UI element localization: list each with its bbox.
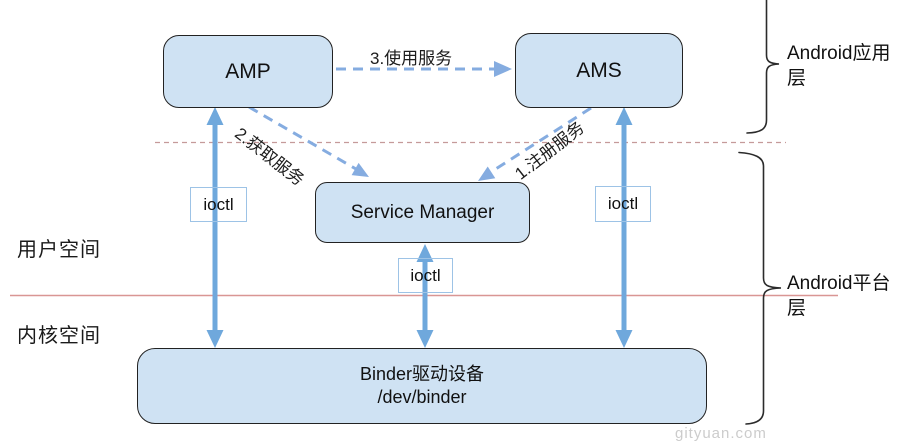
amp-label: AMP bbox=[225, 59, 271, 83]
ams-label: AMS bbox=[576, 58, 622, 82]
ams-box: AMS bbox=[515, 33, 683, 108]
android-platform-layer-label: Android平台层 bbox=[787, 273, 891, 319]
ioctl-box-middle: ioctl bbox=[398, 258, 453, 293]
user-space-label: 用户空间 bbox=[17, 239, 101, 261]
use-service-label: 3.使用服务 bbox=[370, 49, 453, 68]
ioctl-left-label: ioctl bbox=[203, 194, 234, 214]
kernel-space-label: 内核空间 bbox=[17, 325, 101, 347]
servicemanager-binder-double-arrow bbox=[416, 244, 434, 348]
app-layer-brace bbox=[746, 0, 780, 134]
ioctl-right-label: ioctl bbox=[607, 194, 639, 213]
amp-box: AMP bbox=[163, 35, 333, 108]
platform-layer-brace bbox=[738, 151, 782, 425]
binder-driver-title: Binder驱动设备 bbox=[359, 363, 485, 384]
watermark: gityuan.com bbox=[675, 425, 767, 442]
amp-binder-double-arrow bbox=[206, 107, 224, 348]
android-app-layer-label: Android应用层 bbox=[787, 43, 891, 89]
service-manager-box: Service Manager bbox=[315, 182, 530, 243]
binder-driver-path: /dev/binder bbox=[377, 387, 467, 407]
ioctl-box-left: ioctl bbox=[190, 187, 247, 222]
register-service-dashed-arrow bbox=[478, 106, 592, 181]
binder-driver-box: Binder驱动设备 /dev/binder bbox=[137, 348, 707, 424]
ams-binder-double-arrow bbox=[615, 107, 633, 348]
use-service-dashed-arrow bbox=[336, 61, 512, 77]
service-manager-label: Service Manager bbox=[350, 201, 495, 223]
get-service-dashed-arrow bbox=[248, 105, 369, 177]
ioctl-box-right: ioctl bbox=[595, 186, 651, 222]
ioctl-middle-label: ioctl bbox=[410, 265, 441, 285]
